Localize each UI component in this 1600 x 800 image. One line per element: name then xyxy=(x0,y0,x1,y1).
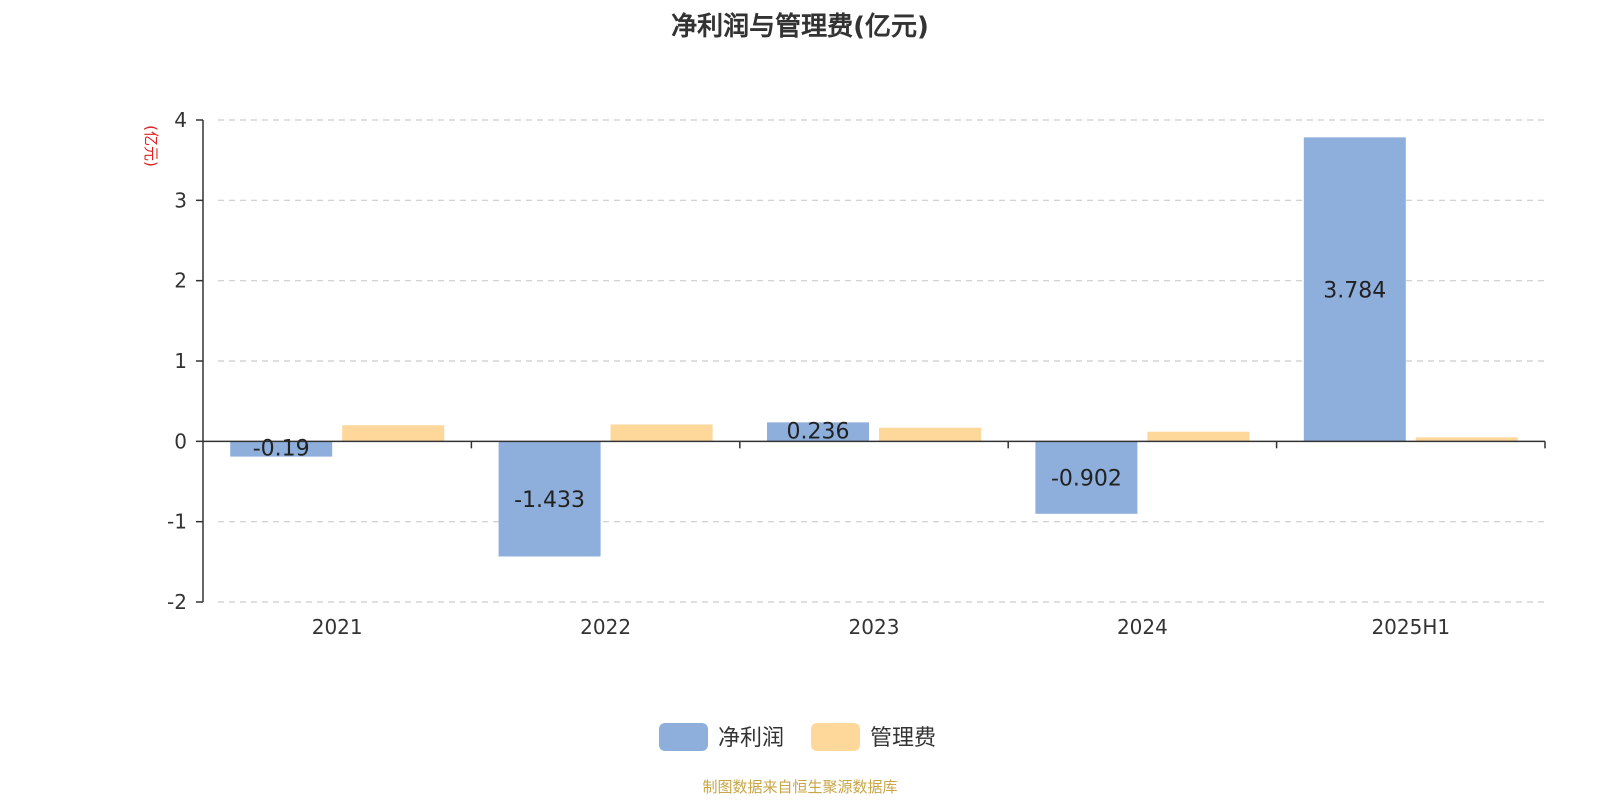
bar-admin-expense-2022[interactable] xyxy=(610,424,713,442)
legend-swatch xyxy=(811,723,860,751)
bar-admin-expense-2023[interactable] xyxy=(879,427,981,442)
bar-admin-expense-2021[interactable] xyxy=(342,425,445,442)
legend-item-admin-expense[interactable]: 管理费 xyxy=(811,723,936,751)
bars xyxy=(230,137,1518,557)
data-label: 3.784 xyxy=(1323,278,1386,303)
y-tick-label: 2 xyxy=(174,269,187,293)
gridlines xyxy=(218,119,1545,603)
data-labels: -0.19 -1.433 0.236 -0.902 3.784 xyxy=(253,278,1387,513)
y-axis-unit-label: (亿元) xyxy=(142,125,160,167)
x-tick-label: 2022 xyxy=(580,615,631,639)
x-tick-label: 2024 xyxy=(1117,615,1168,639)
axes: -2 -1 0 1 2 3 4 2021 2022 2023 2024 2025H1 xyxy=(167,108,1546,639)
legend-label: 净利润 xyxy=(718,726,784,751)
legend-label: 管理费 xyxy=(870,726,936,751)
y-tick-label: 1 xyxy=(174,349,187,373)
y-tick-label: 3 xyxy=(174,188,187,212)
data-label: -0.902 xyxy=(1051,467,1122,492)
legend-swatch xyxy=(659,723,708,751)
bar-net-profit-2021[interactable] xyxy=(230,441,333,457)
data-label: 0.236 xyxy=(787,419,850,444)
data-label: -1.433 xyxy=(514,488,585,513)
y-tick-label: 4 xyxy=(174,108,187,132)
legend-item-net-profit[interactable]: 净利润 xyxy=(659,723,784,751)
bar-net-profit-2023[interactable] xyxy=(767,422,869,442)
x-tick-label: 2021 xyxy=(312,615,363,639)
legend: 净利润 管理费 xyxy=(659,723,936,751)
x-tick-label: 2025H1 xyxy=(1371,615,1450,639)
bar-net-profit-2022[interactable] xyxy=(498,441,601,557)
data-source-note: 制图数据来自恒生聚源数据库 xyxy=(702,778,898,796)
bar-admin-expense-2025H1[interactable] xyxy=(1415,437,1518,442)
y-tick-label: -2 xyxy=(167,590,187,614)
bar-net-profit-2024[interactable] xyxy=(1035,441,1138,514)
y-tick-label: -1 xyxy=(167,510,187,534)
x-tick-label: 2023 xyxy=(849,615,900,639)
chart-title: 净利润与管理费(亿元) xyxy=(671,12,929,42)
bar-net-profit-2025H1[interactable] xyxy=(1303,137,1406,442)
y-tick-label: 0 xyxy=(174,429,187,453)
bar-admin-expense-2024[interactable] xyxy=(1147,431,1250,442)
data-label: -0.19 xyxy=(253,436,310,461)
